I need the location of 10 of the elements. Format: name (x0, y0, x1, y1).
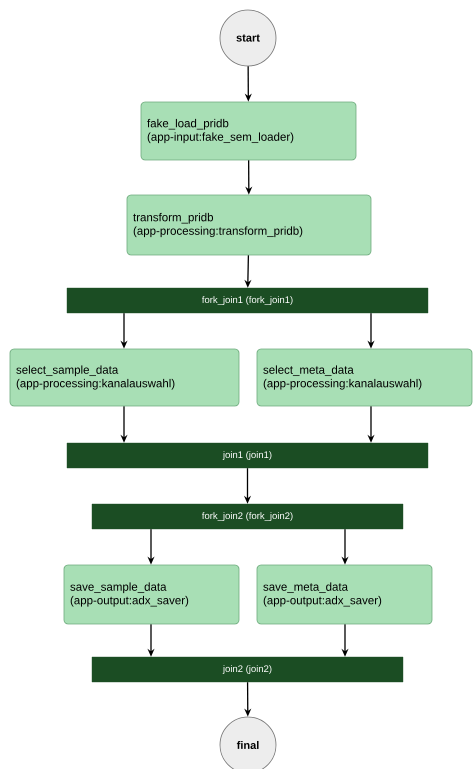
process-box: select_meta_data (app-processing:kanalauswahl) (256, 348, 472, 406)
fork-join-bar: fork_join1 (fork_join1) (66, 288, 428, 314)
fork-join-bar: fork_join2 (fork_join2) (92, 504, 404, 530)
process-box: save_sample_data (app-output:adx_saver) (64, 564, 240, 624)
fork-join-bar: join2 (join2) (92, 656, 404, 682)
process-box: transform_pridb (app-processing:transform_pridb) (126, 194, 372, 256)
process-box: fake_load_pridb (app-input:fake_sem_loader) (140, 102, 356, 160)
fork-join-bar: join1 (join1) (66, 442, 428, 468)
process-box: select_sample_data (app-processing:kanalauswahl) (10, 348, 240, 406)
process-box: save_meta_data (app-output:adx_saver) (256, 564, 432, 624)
